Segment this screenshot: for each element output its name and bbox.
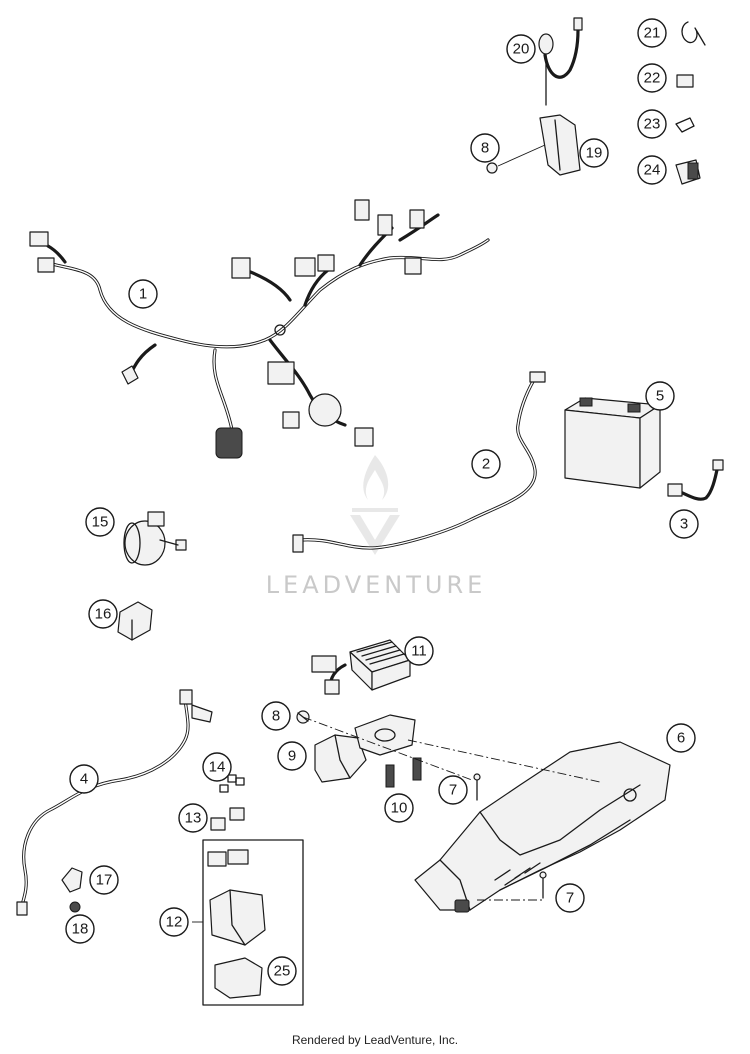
callout-label: 10 bbox=[391, 800, 408, 817]
callout-label: 25 bbox=[274, 963, 291, 980]
callout-23[interactable]: 23 bbox=[637, 109, 667, 139]
connector-16 bbox=[117, 601, 153, 641]
callout-17[interactable]: 17 bbox=[89, 865, 119, 895]
fuses-14 bbox=[219, 774, 245, 793]
callout-16[interactable]: 16 bbox=[88, 599, 118, 629]
callout-7-upper[interactable]: 7 bbox=[438, 775, 468, 805]
callout-label: 7 bbox=[449, 782, 457, 799]
callout-label: 14 bbox=[209, 759, 226, 776]
callout-label: 13 bbox=[185, 810, 202, 827]
callout-label: 11 bbox=[411, 643, 427, 660]
callout-label: 19 bbox=[586, 145, 603, 162]
battery bbox=[564, 397, 661, 489]
voltage-regulator bbox=[311, 639, 411, 695]
dashed-leaders bbox=[302, 716, 601, 901]
ground-cable bbox=[16, 689, 213, 916]
clip-23 bbox=[675, 117, 695, 133]
battery-cable-short bbox=[667, 459, 724, 501]
callout-21[interactable]: 21 bbox=[637, 18, 667, 48]
callout-label: 21 bbox=[644, 25, 661, 42]
callout-25[interactable]: 25 bbox=[267, 956, 297, 986]
callout-11[interactable]: 11 bbox=[404, 636, 434, 666]
callout-label: 17 bbox=[96, 872, 113, 889]
callout-10[interactable]: 10 bbox=[384, 793, 414, 823]
watermark-logo-icon bbox=[350, 455, 400, 555]
callout-14[interactable]: 14 bbox=[202, 752, 232, 782]
callout-1[interactable]: 1 bbox=[128, 279, 158, 309]
main-wiring-harness bbox=[29, 199, 490, 459]
callout-5[interactable]: 5 bbox=[645, 381, 675, 411]
callout-label: 18 bbox=[72, 921, 89, 938]
callout-label: 24 bbox=[644, 162, 661, 179]
connector-24 bbox=[675, 159, 701, 185]
plug-20 bbox=[538, 17, 583, 106]
callouts: 1 2 3 4 5 6 7 7 8 8 9 10 11 12 13 14 15 … bbox=[65, 18, 699, 986]
battery-holder bbox=[414, 741, 671, 913]
callout-label: 1 bbox=[139, 286, 147, 303]
fuses-13 bbox=[210, 807, 245, 831]
callout-6[interactable]: 6 bbox=[666, 723, 696, 753]
callout-13[interactable]: 13 bbox=[178, 803, 208, 833]
footer-credit: Rendered by LeadVenture, Inc. bbox=[291, 1033, 459, 1047]
clip-22 bbox=[676, 74, 694, 88]
callout-label: 22 bbox=[644, 70, 661, 87]
callout-label: 6 bbox=[677, 730, 685, 747]
callout-4[interactable]: 4 bbox=[69, 764, 99, 794]
callout-20[interactable]: 20 bbox=[506, 34, 536, 64]
callout-label: 2 bbox=[482, 456, 490, 473]
callout-label: 15 bbox=[92, 514, 109, 531]
callout-label: 20 bbox=[513, 41, 530, 58]
nut-18 bbox=[69, 901, 81, 913]
callout-19[interactable]: 19 bbox=[579, 138, 609, 168]
callout-label: 9 bbox=[288, 748, 296, 765]
callout-7-lower[interactable]: 7 bbox=[555, 883, 585, 913]
bracket-9 bbox=[314, 714, 416, 783]
watermark: LEADVENTURE bbox=[266, 455, 487, 599]
screws-10 bbox=[385, 757, 422, 788]
relay-15 bbox=[123, 511, 187, 566]
callout-9[interactable]: 9 bbox=[277, 741, 307, 771]
callout-label: 23 bbox=[644, 116, 661, 133]
callout-3[interactable]: 3 bbox=[669, 509, 699, 539]
battery-cable-long bbox=[292, 371, 546, 553]
fuse-box-group-12 bbox=[192, 839, 304, 1006]
callout-label: 5 bbox=[656, 388, 664, 405]
screws-7 bbox=[473, 773, 547, 899]
callout-label: 3 bbox=[680, 516, 688, 533]
callout-15[interactable]: 15 bbox=[85, 507, 115, 537]
callout-label: 12 bbox=[166, 914, 183, 931]
callout-label: 4 bbox=[80, 771, 88, 788]
callout-24[interactable]: 24 bbox=[637, 155, 667, 185]
callout-8-upper[interactable]: 8 bbox=[470, 133, 500, 163]
callout-8-lower[interactable]: 8 bbox=[261, 701, 291, 731]
watermark-brand: LEADVENTURE bbox=[266, 571, 487, 599]
callout-label: 8 bbox=[272, 708, 280, 725]
callout-label: 16 bbox=[95, 606, 112, 623]
callout-22[interactable]: 22 bbox=[637, 63, 667, 93]
screw-8-upper bbox=[486, 144, 546, 174]
callout-12[interactable]: 12 bbox=[159, 907, 189, 937]
callout-label: 8 bbox=[481, 140, 489, 157]
cable-tie-21 bbox=[681, 21, 706, 46]
callout-2[interactable]: 2 bbox=[471, 449, 501, 479]
boot-17 bbox=[61, 867, 83, 893]
callout-label: 7 bbox=[566, 890, 574, 907]
holder-19 bbox=[539, 114, 581, 176]
callout-18[interactable]: 18 bbox=[65, 914, 95, 944]
